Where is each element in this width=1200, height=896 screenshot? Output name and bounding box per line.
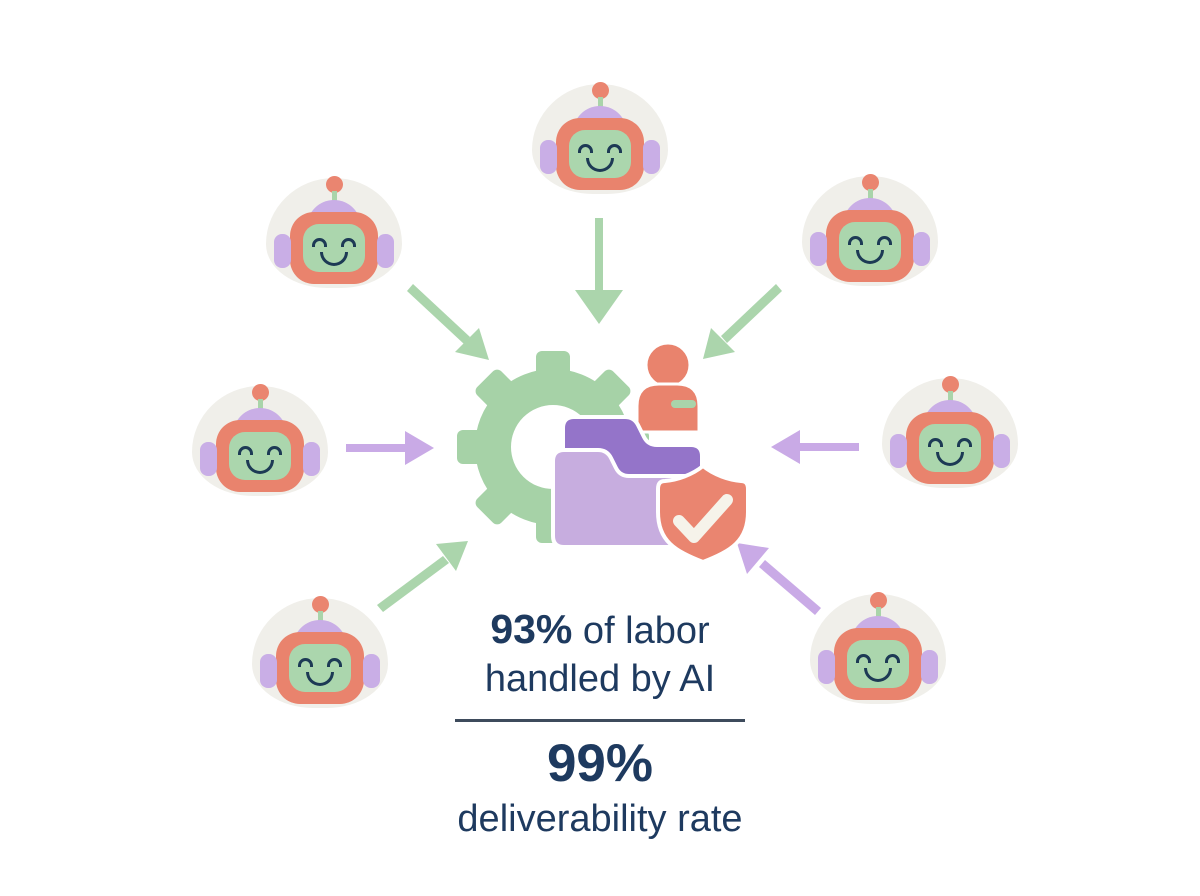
deliverability-stat-label: deliverability rate (457, 798, 743, 840)
robot-avatar-mid-left (192, 378, 328, 496)
deliverability-stat-value: 99% (546, 734, 654, 793)
arrow-left-icon (771, 430, 859, 464)
robot-antenna-stem (332, 191, 337, 207)
robot-ear-right (363, 654, 380, 688)
robot-eye-right (877, 236, 892, 245)
robot-ear-left (818, 650, 835, 684)
arrow-up-left-icon (737, 543, 821, 615)
robot-ear-left (810, 232, 827, 266)
robot-ear-right (377, 234, 394, 268)
robot-avatar-mid-right (882, 370, 1018, 488)
arrow-down-icon (575, 218, 623, 324)
robot-antenna-stem (868, 189, 873, 205)
robot-ear-left (200, 442, 217, 476)
robot-eye-right (957, 438, 972, 447)
robot-eye-left (928, 438, 943, 447)
robot-antenna-stem (258, 399, 263, 415)
robot-antenna-ball (252, 384, 269, 401)
robot-eye-left (856, 654, 871, 663)
labor-stat-line1: 93% of labor (340, 606, 860, 654)
labor-stat-line2: handled by AI (484, 658, 716, 700)
user-badge-bar (671, 400, 696, 408)
arrow-right-icon (346, 431, 434, 465)
robot-ear-right (643, 140, 660, 174)
robot-antenna-ball (312, 596, 329, 613)
arrow-up-right-icon (377, 541, 468, 612)
check-mark (673, 494, 733, 543)
robot-avatar-top-center (532, 76, 668, 194)
arrow-down-right-icon (407, 284, 489, 360)
robot-avatar-top-right (802, 168, 938, 286)
robot-ear-left (890, 434, 907, 468)
robot-eye-left (578, 144, 593, 153)
robot-antenna-stem (598, 97, 603, 113)
robot-antenna-stem (876, 607, 881, 623)
labor-stat-value: 93% (490, 606, 573, 652)
robot-antenna-ball (326, 176, 343, 193)
robot-antenna-ball (942, 376, 959, 393)
robot-antenna-ball (592, 82, 609, 99)
robot-eye-left (848, 236, 863, 245)
shield-check-icon (656, 463, 750, 565)
stats-block: 93% of labor handled by AI 99% deliverab… (340, 606, 860, 841)
robot-antenna-stem (318, 611, 323, 627)
robot-eye-right (327, 658, 342, 667)
robot-eye-left (238, 446, 253, 455)
robot-eye-left (298, 658, 313, 667)
robot-avatar-bottom-right (810, 586, 946, 704)
robot-eye-left (312, 238, 327, 247)
robot-ear-right (303, 442, 320, 476)
robot-ear-left (274, 234, 291, 268)
robot-ear-left (540, 140, 557, 174)
robot-ear-right (993, 434, 1010, 468)
robot-avatar-top-left (266, 170, 402, 288)
robot-antenna-stem (948, 391, 953, 407)
user-icon (635, 341, 701, 434)
labor-stat-suffix: of labor (572, 610, 710, 652)
robot-avatar-bottom-left (252, 590, 388, 708)
arrow-down-left-icon (703, 284, 782, 359)
stat-divider (455, 719, 745, 722)
robot-ear-left (260, 654, 277, 688)
robot-eye-right (885, 654, 900, 663)
robot-antenna-ball (870, 592, 887, 609)
robot-eye-right (607, 144, 622, 153)
robot-ear-right (913, 232, 930, 266)
robot-ear-right (921, 650, 938, 684)
robot-antenna-ball (862, 174, 879, 191)
robot-eye-right (341, 238, 356, 247)
robot-eye-right (267, 446, 282, 455)
